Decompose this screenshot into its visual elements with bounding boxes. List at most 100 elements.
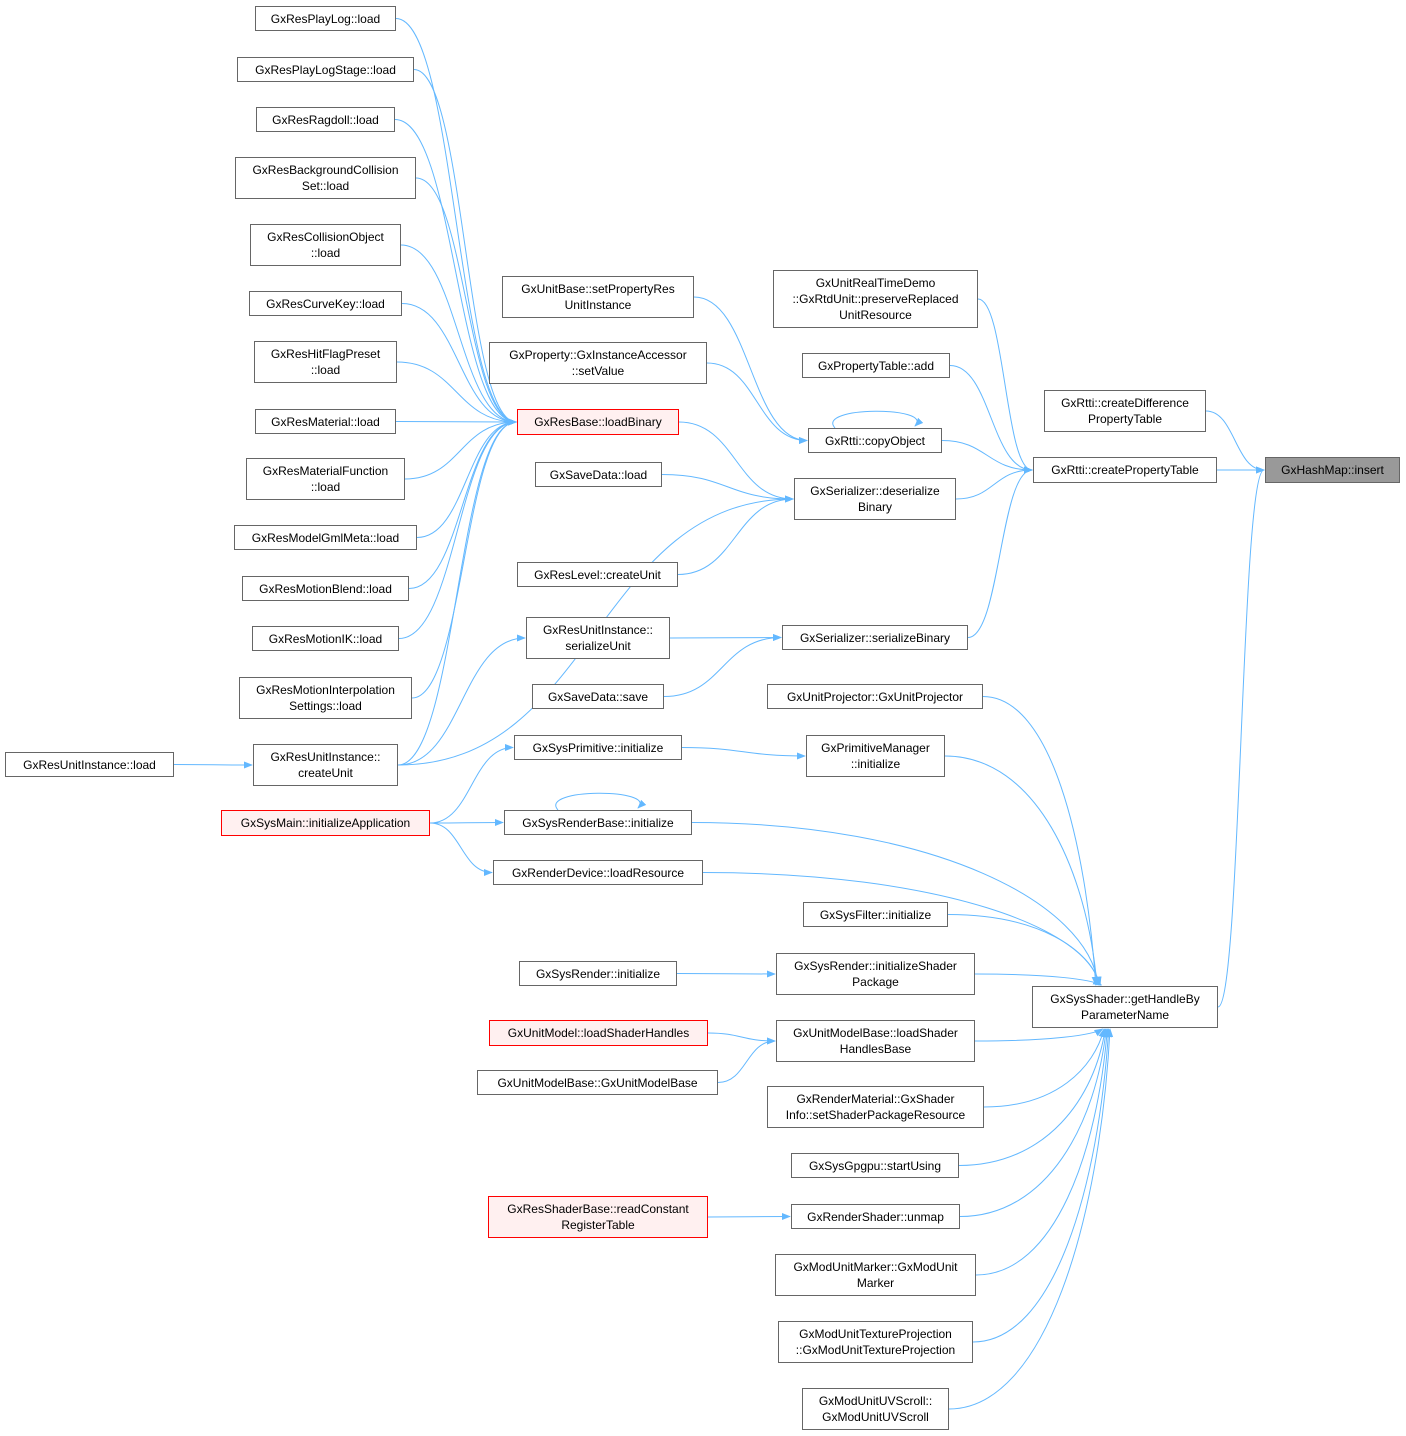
node-gxmodunittextureprojection-gxmodunittextureprojection[interactable]: GxModUnitTextureProjection::GxModUnitTex… [778,1321,973,1363]
node-gxreslevel-createunit[interactable]: GxResLevel::createUnit [517,562,678,587]
node-gxunitprojector-gxunitprojector[interactable]: GxUnitProjector::GxUnitProjector [767,684,983,709]
node-gxresmaterial-load[interactable]: GxResMaterial::load [255,409,396,434]
node-gxresunitinstance-serializeunit[interactable]: GxResUnitInstance::serializeUnit [526,617,670,659]
node-label-line: ::setValue [571,364,625,378]
node-gxrescollisionobject-load[interactable]: GxResCollisionObject::load [250,224,401,266]
node-gxresplaylogstage-load[interactable]: GxResPlayLogStage::load [237,57,414,82]
node-label-line: PropertyTable [1087,412,1163,426]
edge-n46-to-n49 [948,1028,1114,1410]
node-label-line: GxResUnitInstance:: [270,750,381,764]
node-gxresmotionik-load[interactable]: GxResMotionIK::load [252,626,399,651]
edge-n19-to-n34 [678,421,794,503]
node-label-line: UnitResource [839,308,912,322]
edge-n4-to-n19 [415,177,517,426]
node-label-line: GxSysPrimitive::initialize [532,740,664,755]
node-label-line: GxProperty::GxInstanceAccessor [509,348,687,362]
node-gxrtti-createpropertytable[interactable]: GxRtti::createPropertyTable [1033,457,1217,483]
edge-n47-to-n50 [1205,410,1265,474]
node-gxsysrenderbase-initialize[interactable]: GxSysRenderBase::initialize [504,810,692,835]
node-gxresmaterialfunction-load[interactable]: GxResMaterialFunction::load [246,458,405,500]
node-label-line: GxSysGpgpu::startUsing [808,1158,942,1173]
node-label-line: ::GxRtdUnit::preserveReplaced [792,292,959,306]
node-gxmodunituvscroll-gxmodunituvscroll[interactable]: GxModUnitUVScroll::GxModUnitUVScroll [802,1388,949,1430]
node-label-line: GxUnitProjector::GxUnitProjector [786,689,964,704]
node-label-line: GxResModelGmlMeta::load [251,530,400,545]
node-gxresbase-loadbinary[interactable]: GxResBase::loadBinary [517,409,679,435]
node-gxresmotionblend-load[interactable]: GxResMotionBlend::load [242,576,409,601]
node-gxrtti-copyobject[interactable]: GxRtti::copyObject [808,428,942,453]
node-label-line: GxRtti::createDifference [1061,396,1189,410]
node-label-line: UnitInstance [564,298,632,312]
edge-n30-to-n43 [707,1212,791,1221]
node-label-line: GxSysRender::initialize [535,966,661,981]
node-label-line: GxSysRenderBase::initialize [522,815,674,830]
edge-n45-to-n49 [972,1028,1112,1343]
node-gxhashmap-insert[interactable]: GxHashMap::insert [1265,457,1400,483]
node-gxprimitivemanager-initialize[interactable]: GxPrimitiveManager::initialize [806,735,945,777]
node-gxunitmodelbase-gxunitmodelbase[interactable]: GxUnitModelBase::GxUnitModelBase [477,1070,718,1095]
edge-n39-to-n49 [974,973,1103,986]
edge-n2-to-n19 [413,69,517,426]
node-label-line: GxUnitModelBase::GxUnitModelBase [497,1075,698,1090]
edge-n22-to-n35 [669,633,782,642]
node-gxunitmodel-loadshaderhandles[interactable]: GxUnitModel::loadShaderHandles [489,1020,708,1046]
edge-n20-to-n34 [661,474,794,503]
node-label-line: GxSerializer::serializeBinary [799,630,951,645]
node-label-line: GxResCurveKey::load [266,296,385,311]
node-gxsavedata-save[interactable]: GxSaveData::save [532,684,664,709]
node-gxsysfilter-initialize[interactable]: GxSysFilter::initialize [803,902,948,927]
node-gxunitrealtimedemo-gxrtdunit-preservereplacedunitresource[interactable]: GxUnitRealTimeDemo::GxRtdUnit::preserveR… [773,270,978,328]
edge-n27-to-n39 [676,970,776,978]
node-gxpropertytable-add[interactable]: GxPropertyTable::add [802,353,950,378]
edge-n16-to-n25 [429,818,504,827]
node-gxsysmain-initializeapplication[interactable]: GxSysMain::initializeApplication [221,810,430,836]
node-label-line: GxUnitModelBase::loadShader [793,1026,958,1040]
node-gxreshitflagpreset-load[interactable]: GxResHitFlagPreset::load [254,341,397,383]
node-gxsavedata-load[interactable]: GxSaveData::load [535,462,662,487]
node-label-line: GxSysRender::initializeShader [794,959,957,973]
node-label-line: ::GxModUnitTextureProjection [795,1343,956,1357]
node-label-line: ::load [310,363,341,377]
node-gxserializer-serializebinary[interactable]: GxSerializer::serializeBinary [782,625,968,650]
node-gxrescurvekey-load[interactable]: GxResCurveKey::load [249,291,402,316]
node-label-line: ::initialize [850,757,901,771]
node-gxresunitinstance-load[interactable]: GxResUnitInstance::load [5,752,174,777]
node-label-line: GxResHitFlagPreset [270,347,381,361]
node-gxsysprimitive-initialize[interactable]: GxSysPrimitive::initialize [514,735,682,760]
node-label-line: GxResUnitInstance::load [23,757,156,772]
node-label-line: ::load [310,480,341,494]
edge-n31-to-n48 [977,298,1033,474]
edge-n43-to-n49 [959,1028,1109,1217]
node-label-line: GxResShaderBase::readConstant [507,1202,689,1216]
edge-n7-to-n19 [396,361,517,426]
node-gxresmodelgmlmeta-load[interactable]: GxResModelGmlMeta::load [234,525,417,550]
node-gxrenderdevice-loadresource[interactable]: GxRenderDevice::loadResource [493,860,703,885]
edge-n38-to-n49 [947,914,1102,986]
node-gxresunitinstance-createunit[interactable]: GxResUnitInstance::createUnit [253,744,398,786]
node-gxrendershader-unmap[interactable]: GxRenderShader::unmap [791,1204,960,1229]
node-label-line: Binary [857,500,892,514]
node-gxresragdoll-load[interactable]: GxResRagdoll::load [256,107,395,132]
node-label-line: Package [852,975,899,989]
node-label-line: GxResMotionInterpolation [256,683,395,697]
node-label-line: Marker [856,1276,895,1290]
node-label-line: GxSaveData::save [547,689,649,704]
node-gxproperty-gxinstanceaccessor-setvalue[interactable]: GxProperty::GxInstanceAccessor::setValue [489,342,707,384]
edge-n49-to-n50 [1217,466,1265,1008]
node-gxsysrender-initialize[interactable]: GxSysRender::initialize [519,961,677,986]
node-gxresplaylog-load[interactable]: GxResPlayLog::load [255,6,396,31]
node-label-line: GxUnitBase::setPropertyRes [521,282,675,296]
node-gxsysgpgpu-startusing[interactable]: GxSysGpgpu::startUsing [791,1153,959,1178]
edge-n5-to-n19 [400,244,517,426]
